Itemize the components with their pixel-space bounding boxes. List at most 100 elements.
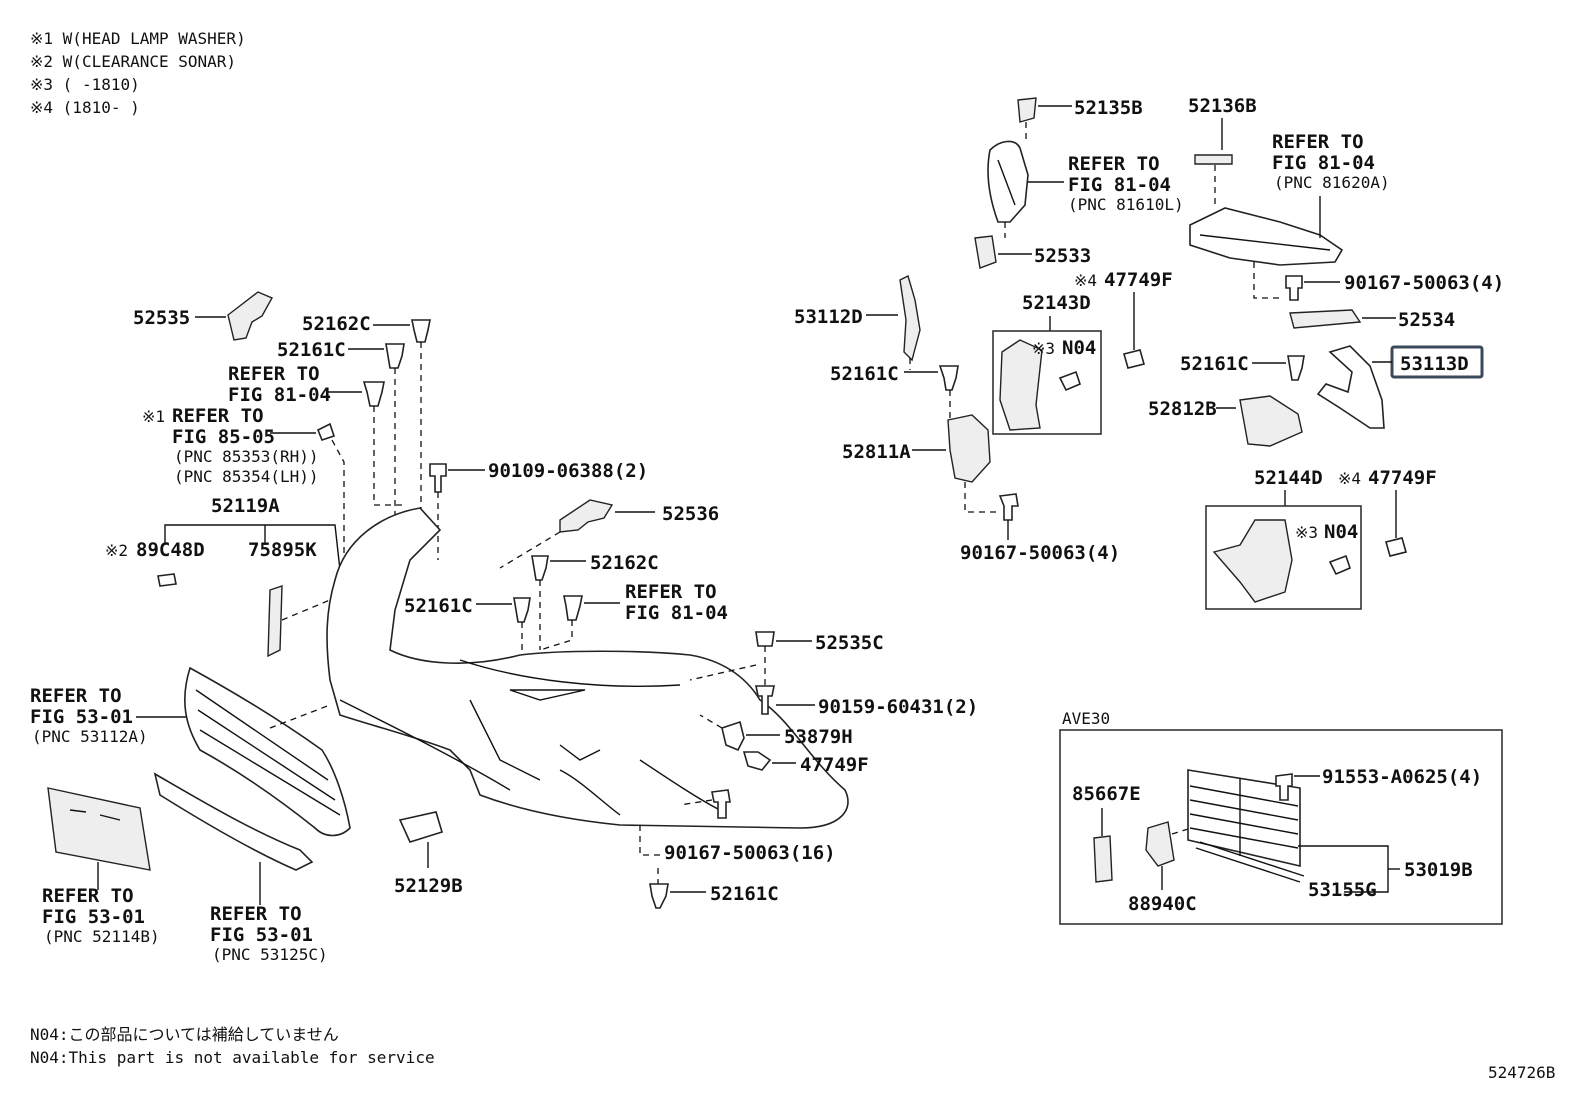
molding-75895k[interactable] <box>267 585 331 658</box>
bolt-90167-16[interactable] <box>679 789 731 819</box>
clip-53879h[interactable] <box>699 714 780 752</box>
part-label-52143d[interactable]: 52143D <box>1022 292 1091 314</box>
note-4: ※4 (1810- ) <box>30 98 140 117</box>
fog-lamp-81610l[interactable] <box>987 140 1064 238</box>
part-label-52535[interactable]: 52535 <box>133 307 190 329</box>
part-label-90167-4a[interactable]: 90167-50063(4) <box>1344 272 1504 294</box>
part-label-52161c-e[interactable]: 52161C <box>1180 353 1249 375</box>
screw-n04-b[interactable] <box>1328 554 1351 576</box>
mark-3-b: ※3 <box>1295 523 1318 542</box>
part-label-75895k[interactable]: 75895K <box>248 539 317 561</box>
bracket-52811a[interactable] <box>912 414 1000 513</box>
part-label-53112d[interactable]: 53112D <box>794 306 863 328</box>
clip-52162c-b[interactable] <box>531 555 586 650</box>
cap-52129b[interactable] <box>398 811 443 868</box>
part-label-52161c-b[interactable]: 52161C <box>404 595 473 617</box>
bracket-52812b[interactable] <box>1239 395 1303 447</box>
bracket-52135b[interactable] <box>1017 97 1072 140</box>
part-label-52119a[interactable]: 52119A <box>211 495 280 517</box>
part-label-90167-16[interactable]: 90167-50063(16) <box>664 842 836 864</box>
seal-53155g[interactable] <box>1195 841 1305 883</box>
ref-53-01-b-line2: FIG 53-01 <box>42 906 145 928</box>
bumper-cover-52119a[interactable] <box>326 507 849 829</box>
notes: ※1 W(HEAD LAMP WASHER) ※2 W(CLEARANCE SO… <box>30 29 246 117</box>
screw-47749f-b[interactable] <box>1123 349 1145 369</box>
clip-52161c-c[interactable] <box>649 868 706 909</box>
screw-ref-81-04-b[interactable] <box>539 595 620 651</box>
plate-bracket-52114b[interactable] <box>47 787 151 890</box>
bracket-52536[interactable] <box>499 499 655 569</box>
part-label-52533[interactable]: 52533 <box>1034 245 1091 267</box>
fog-lamp-81620a[interactable] <box>1189 196 1344 299</box>
ref-81-04-b-line1: REFER TO <box>625 581 717 603</box>
part-label-52135b[interactable]: 52135B <box>1074 97 1143 119</box>
sensor-89c48d[interactable] <box>157 573 177 587</box>
clip-52535c[interactable] <box>689 631 812 690</box>
ref-53-01-a-line2: FIG 53-01 <box>30 706 133 728</box>
part-label-90109[interactable]: 90109-06388(2) <box>488 460 648 482</box>
screw-47749f-a[interactable] <box>742 751 796 771</box>
clip-52161c-e[interactable] <box>1287 355 1305 381</box>
part-label-52162c-b[interactable]: 52162C <box>590 552 659 574</box>
washer-cap[interactable] <box>270 422 345 560</box>
clip-52162c-a[interactable] <box>373 319 431 343</box>
clip-52136b[interactable] <box>1194 154 1233 205</box>
lower-molding-53125c[interactable] <box>153 772 314 905</box>
ref-53-01-b-line3: (PNC 52114B) <box>44 927 160 946</box>
part-label-52535c[interactable]: 52535C <box>815 632 884 654</box>
mark-1: ※1 <box>142 407 165 426</box>
bolt-90167-4b[interactable] <box>998 493 1019 540</box>
pad-85667e[interactable] <box>1093 835 1113 883</box>
bracket-52533[interactable] <box>974 235 1032 269</box>
part-label-52161c-a[interactable]: 52161C <box>277 339 346 361</box>
part-label-52534[interactable]: 52534 <box>1398 309 1455 331</box>
ref-81610-line1: REFER TO <box>1068 153 1160 175</box>
part-label-89c48d[interactable]: 89C48D <box>136 539 205 561</box>
part-label-90167-4b[interactable]: 90167-50063(4) <box>960 542 1120 564</box>
clip-52161c-d[interactable] <box>904 365 959 420</box>
bracket-53112d[interactable] <box>866 274 921 370</box>
part-label-53879h[interactable]: 53879H <box>784 726 853 748</box>
bracket-52144d[interactable] <box>1212 519 1293 603</box>
part-label-52144d[interactable]: 52144D <box>1254 467 1323 489</box>
part-label-52161c-d[interactable]: 52161C <box>830 363 899 385</box>
part-label-88940c[interactable]: 88940C <box>1128 893 1197 915</box>
part-label-52811a[interactable]: 52811A <box>842 441 911 463</box>
part-label-53113d[interactable]: 53113D <box>1400 353 1469 375</box>
ref-81610-line2: FIG 81-04 <box>1068 174 1171 196</box>
clip-52161c-a[interactable] <box>348 343 405 369</box>
part-label-52136b[interactable]: 52136B <box>1188 95 1257 117</box>
screw-ref-81-04-a[interactable] <box>328 381 385 407</box>
part-label-52162c-a[interactable]: 52162C <box>302 313 371 335</box>
bracket-53113d[interactable] <box>1316 345 1385 429</box>
bolt-90167-4a[interactable] <box>1285 275 1340 301</box>
ref-81620-line2: FIG 81-04 <box>1272 152 1375 174</box>
ref-85-05-line4: (PNC 85354(LH)) <box>174 467 319 486</box>
bolt-90109[interactable] <box>429 463 485 560</box>
part-label-91553[interactable]: 91553-A0625(4) <box>1322 766 1482 788</box>
screw-n04-a[interactable] <box>1058 370 1081 392</box>
part-label-53019b[interactable]: 53019B <box>1404 859 1473 881</box>
part-label-52161c-c[interactable]: 52161C <box>710 883 779 905</box>
bolt-90159[interactable] <box>755 685 815 715</box>
part-label-52129b[interactable]: 52129B <box>394 875 463 897</box>
screw-47749f-c[interactable] <box>1385 537 1407 557</box>
part-label-52536[interactable]: 52536 <box>662 503 719 525</box>
part-label-85667e[interactable]: 85667E <box>1072 783 1141 805</box>
bracket-52534[interactable] <box>1289 309 1396 329</box>
part-label-90159[interactable]: 90159-60431(2) <box>818 696 978 718</box>
ref-81-04-a-line1: REFER TO <box>228 363 320 385</box>
clip-52161c-b[interactable] <box>476 597 531 650</box>
bolt-91553[interactable] <box>1275 773 1320 801</box>
part-label-53155g[interactable]: 53155G <box>1308 879 1377 901</box>
part-label-47749f-b[interactable]: 47749F <box>1104 269 1173 291</box>
part-label-47749f-c[interactable]: 47749F <box>1368 467 1437 489</box>
part-label-47749f-a[interactable]: 47749F <box>800 754 869 776</box>
ref-85-05-line3: (PNC 85353(RH)) <box>174 447 319 466</box>
bracket-52535[interactable] <box>195 291 273 341</box>
ref-85-05-line1: REFER TO <box>172 405 264 427</box>
part-label-52812b[interactable]: 52812B <box>1148 398 1217 420</box>
bracket-52143d[interactable] <box>999 339 1043 431</box>
grille-53112a[interactable] <box>184 666 351 837</box>
